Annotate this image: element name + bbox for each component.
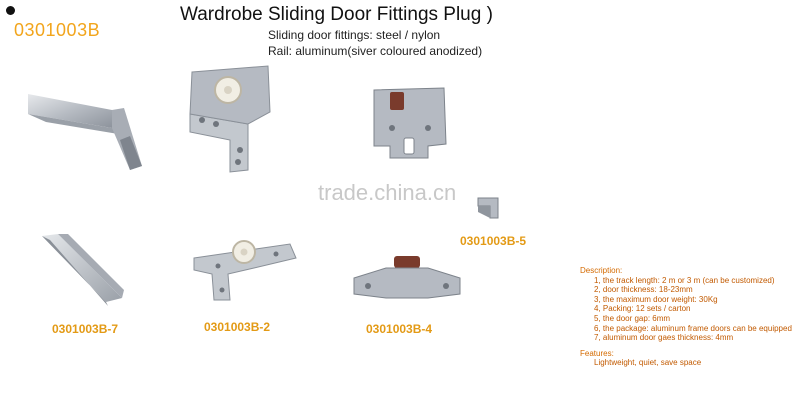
double-rail-image bbox=[42, 234, 124, 306]
part-label-5: 0301003B-5 bbox=[460, 234, 527, 248]
model-number: 0301003B bbox=[14, 20, 101, 40]
bullet-dot bbox=[6, 6, 15, 15]
guide-bracket-image bbox=[373, 87, 447, 159]
part-label-7: 0301003B-7 bbox=[52, 322, 119, 336]
description-heading: Description: bbox=[580, 266, 623, 275]
part-label-4: 0301003B-4 bbox=[366, 322, 433, 336]
spec-rail: Rail: aluminum(siver coloured anodized) bbox=[268, 44, 483, 58]
flat-bracket-wheel-image bbox=[193, 240, 297, 301]
description-item: 1, the track length: 2 m or 3 m (can be … bbox=[594, 275, 775, 285]
features-text: Lightweight, quiet, save space bbox=[594, 358, 702, 368]
watermark: trade.china.cn bbox=[318, 180, 457, 205]
stopper-image bbox=[477, 197, 499, 219]
rail-profile-image bbox=[28, 94, 142, 170]
description-block: Description: 1, the track length: 2 m or… bbox=[580, 266, 795, 368]
description-item: 4, Packing: 12 sets / carton bbox=[594, 304, 691, 314]
guide-plate-image bbox=[353, 256, 461, 299]
corner-bracket-wheel-image bbox=[189, 65, 271, 173]
part-label-2: 0301003B-2 bbox=[204, 320, 271, 334]
spec-fittings: Sliding door fittings: steel / nylon bbox=[268, 28, 441, 42]
description-item: 3, the maximum door weight: 30Kg bbox=[594, 294, 718, 304]
features-heading: Features: bbox=[580, 348, 614, 358]
page-title: Wardrobe Sliding Door Fittings Plug ) bbox=[180, 4, 493, 25]
description-item: 5, the door gap: 6mm bbox=[594, 313, 671, 323]
description-item: 2, door thickness: 18-23mm bbox=[594, 285, 693, 295]
description-item: 6, the package: aluminum frame doors can… bbox=[594, 323, 792, 333]
description-item: 7, aluminum door gaes thickness: 4mm bbox=[594, 333, 734, 343]
